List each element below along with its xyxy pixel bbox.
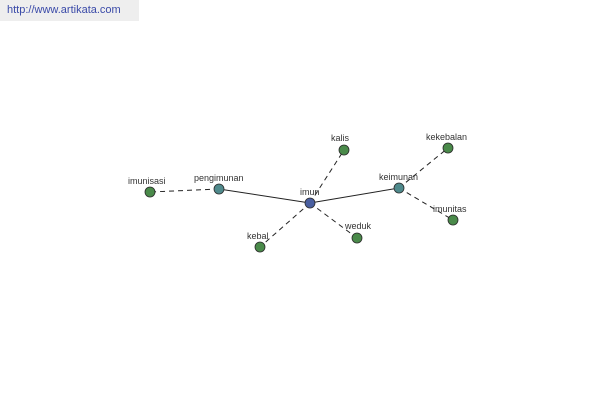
labels-layer: imun pengimunan keimunan imunisasi kalis keke… bbox=[128, 132, 467, 241]
source-url-watermark[interactable]: http://www.artikata.com bbox=[0, 0, 139, 21]
edge-keimunan-imunitas bbox=[398, 187, 454, 221]
nodes-layer bbox=[144, 142, 459, 253]
node-kalis[interactable] bbox=[338, 144, 350, 156]
edge-imun-pengimunan bbox=[218, 188, 311, 204]
node-imunisasi[interactable] bbox=[144, 186, 156, 198]
node-pengimunan[interactable] bbox=[213, 183, 225, 195]
edge-pengimunan-imunisasi bbox=[149, 188, 220, 193]
node-weduk[interactable] bbox=[351, 232, 363, 244]
node-label-keimunan[interactable]: keimunan bbox=[379, 172, 418, 182]
node-imun[interactable] bbox=[304, 197, 316, 209]
node-label-kekebalan[interactable]: kekebalan bbox=[426, 132, 467, 142]
edge-imun-weduk bbox=[309, 202, 358, 239]
node-label-imun[interactable]: imun bbox=[300, 187, 320, 197]
node-label-kalis[interactable]: kalis bbox=[331, 133, 350, 143]
node-label-pengimunan[interactable]: pengimunan bbox=[194, 173, 244, 183]
node-label-imunisasi[interactable]: imunisasi bbox=[128, 176, 166, 186]
edges-layer bbox=[149, 147, 454, 248]
node-keimunan[interactable] bbox=[393, 182, 405, 194]
edge-keimunan-kekebalan bbox=[398, 147, 449, 189]
node-kebal[interactable] bbox=[254, 241, 266, 253]
edge-imun-keimunan bbox=[309, 187, 400, 204]
node-label-weduk[interactable]: weduk bbox=[344, 221, 372, 231]
node-imunitas[interactable] bbox=[447, 214, 459, 226]
node-kekebalan[interactable] bbox=[442, 142, 454, 154]
edge-imun-kebal bbox=[259, 202, 311, 248]
node-label-kebal[interactable]: kebal bbox=[247, 231, 269, 241]
node-label-imunitas[interactable]: imunitas bbox=[433, 204, 467, 214]
edge-imun-kalis bbox=[309, 149, 345, 204]
